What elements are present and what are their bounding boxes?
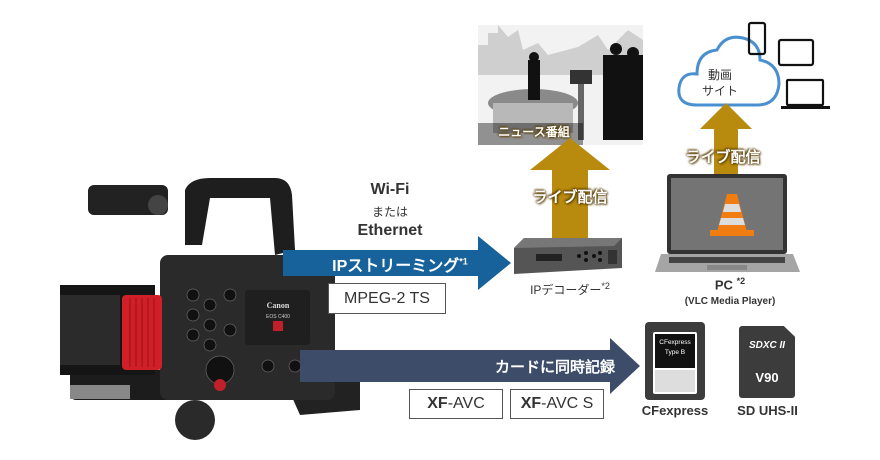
pc-label: PC *2 xyxy=(680,276,780,292)
cinema-camera-image: Canon EOS C400 xyxy=(60,178,360,440)
xf-avc-s-rest: -AVC S xyxy=(541,395,594,412)
pc-laptop-image xyxy=(655,174,800,272)
xf-avc-rest: -AVC xyxy=(447,395,485,412)
devices-icons xyxy=(747,21,830,109)
wifi-label: Wi-Fi xyxy=(370,181,410,198)
pc-label-text: PC xyxy=(714,277,733,293)
ip-decoder-image xyxy=(514,238,622,274)
xf-avc-s-box: XF-AVC S xyxy=(510,389,604,419)
or-label: または xyxy=(371,205,408,219)
decoder-note: *2 xyxy=(601,281,610,291)
v90-badge: V90 xyxy=(755,370,779,385)
sd-label: SD UHS-II xyxy=(737,403,798,418)
xf-avc-s-bold: XF xyxy=(520,395,542,412)
camera-model: EOS C400 xyxy=(266,314,290,320)
cloud-line2: サイト xyxy=(701,84,738,98)
vlc-cone-icon xyxy=(710,194,754,236)
xf-avc-bold: XF xyxy=(427,395,448,412)
xf-avc-box: XF-AVC xyxy=(409,389,503,419)
streaming-arrow xyxy=(283,236,511,290)
cfexpress-card: CFexpress Type B xyxy=(645,322,705,400)
news-studio-image xyxy=(478,25,643,145)
live-arrow-decoder xyxy=(530,138,610,248)
vlc-label: (VLC Media Player) xyxy=(684,296,776,307)
decoder-label-text: IPデコーダー xyxy=(530,283,602,297)
laptop-icon xyxy=(781,78,830,109)
streaming-label: IPストリーミング*1 xyxy=(300,252,500,276)
cfexpress-card-text2: Type B xyxy=(664,349,686,356)
live-label-pc: ライブ配信 xyxy=(685,149,761,166)
pc-note: *2 xyxy=(736,276,746,286)
sd-card: SDXC II V90 xyxy=(739,326,795,398)
mpeg2-ts-box: MPEG-2 TS xyxy=(328,283,446,314)
streaming-label-text: IPストリーミング xyxy=(332,258,460,275)
cloud-line1: 動画 xyxy=(707,68,732,82)
smartphone-icon xyxy=(747,21,767,56)
camera-brand: Canon xyxy=(267,301,290,310)
tablet-icon xyxy=(777,38,815,67)
record-label: カードに同時記録 xyxy=(494,359,615,376)
cfexpress-label: CFexpress xyxy=(641,403,709,418)
live-arrow-pc xyxy=(700,103,752,175)
streaming-note: *1 xyxy=(459,256,468,267)
live-label-decoder: ライブ配信 xyxy=(532,189,608,206)
news-label: ニュース番組 xyxy=(498,125,570,139)
ethernet-label: Ethernet xyxy=(357,222,423,239)
record-arrow xyxy=(300,338,640,394)
decoder-label: IPデコーダー*2 xyxy=(510,281,630,298)
cfexpress-card-text1: CFexpress xyxy=(659,339,691,346)
sdxc-logo: SDXC II xyxy=(748,340,786,351)
